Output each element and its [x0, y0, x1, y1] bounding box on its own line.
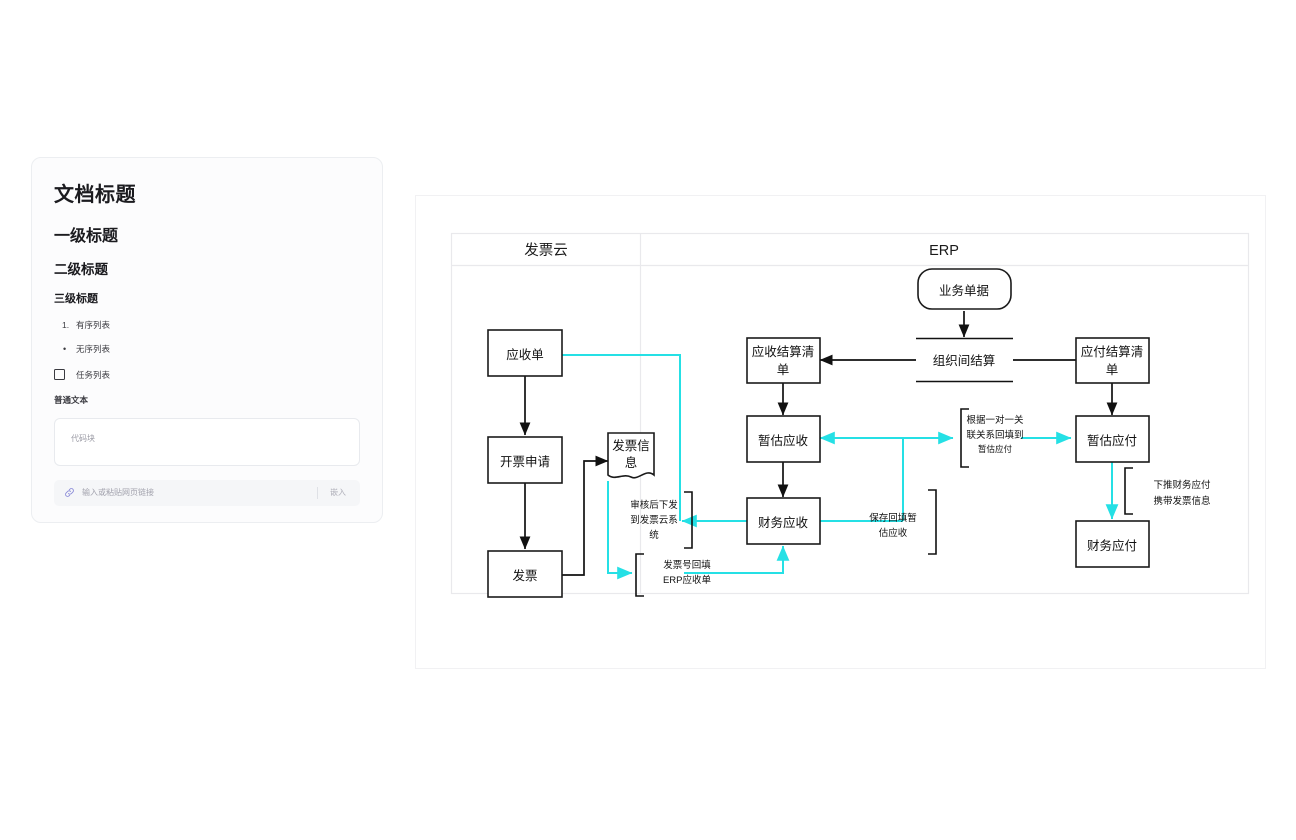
unordered-list-label: 无序列表: [76, 344, 111, 355]
code-block-input[interactable]: 代码块: [54, 417, 360, 466]
checkbox-icon[interactable]: [54, 368, 76, 381]
node-inter-org-settle[interactable]: 组织间结算: [916, 337, 1013, 383]
node-invoice-info-label-line2: 息: [625, 455, 638, 470]
node-finance-ap[interactable]: 财务应付: [1075, 520, 1150, 568]
flowchart-canvas[interactable]: 发票云 ERP: [416, 196, 1267, 670]
heading-level-3: 三级标题: [54, 293, 98, 306]
node-invoice[interactable]: 发票: [487, 550, 563, 598]
task-list-label: 任务列表: [76, 369, 111, 380]
node-ap-settle-list-label-line2: 单: [1106, 363, 1119, 377]
node-inter-org-settle-label: 组织间结算: [933, 353, 996, 368]
link-embed-bar[interactable]: 输入或粘贴网页链接 嵌入: [54, 479, 360, 506]
anno-audit-dispatch: 审核后下发 到发票云系 统: [630, 491, 693, 549]
plain-text-label: 普通文本: [54, 394, 89, 405]
edge-backfill-anno-to-finance-ar: [684, 545, 790, 574]
node-invoice-info[interactable]: 发票信 息: [607, 432, 655, 479]
node-ar-settle-list-label-line2: 单: [777, 363, 790, 377]
bullet-icon: •: [63, 343, 67, 354]
ordered-list-marker: 1.: [62, 319, 70, 330]
anno-save-backfill-provisional-ar: 保存回填暂 估应收: [869, 489, 937, 555]
edge-save-anno-to-provisional-ar: [819, 431, 904, 521]
node-business-doc[interactable]: 业务单据: [917, 268, 1012, 310]
node-invoice-request[interactable]: 开票申请: [487, 436, 563, 484]
edges-dark: [519, 311, 1118, 576]
page-title: 文档标题: [54, 184, 136, 206]
node-ap-settle-list[interactable]: 应付结算清 单: [1075, 337, 1150, 384]
node-invoice-info-label-line1: 发票信: [612, 438, 650, 453]
ordered-list-item: 1. 有序列表: [54, 320, 360, 330]
link-url-input[interactable]: 输入或粘贴网页链接: [82, 488, 154, 498]
anno-save-backfill-line2: 估应收: [879, 527, 908, 539]
anno-push-finance-ap-line2: 携带发票信息: [1153, 495, 1210, 507]
anno-push-finance-ap-line1: 下推财务应付: [1153, 479, 1211, 491]
anno-push-finance-ap: 下推财务应付 携带发票信息: [1124, 467, 1211, 515]
edge-dispatch-anno-to-receivable-order: [539, 348, 681, 521]
link-icon: [64, 487, 75, 498]
diagram-panel: 发票云 ERP: [415, 195, 1266, 669]
anno-one-to-one-line3: 暂估应付: [978, 444, 1013, 454]
anno-one-to-one-line1: 根据一对一关: [966, 414, 1024, 426]
edge-invoice-to-invoice-info: [562, 455, 609, 576]
lane-header-invoice-cloud: 发票云: [524, 242, 568, 259]
edge-invoice-info-to-backfill-anno: [607, 481, 633, 580]
anno-audit-dispatch-line1: 审核后下发: [630, 499, 678, 511]
node-invoice-request-label: 开票申请: [500, 455, 550, 469]
heading-level-2: 二级标题: [54, 261, 108, 277]
anno-one-to-one-line2: 联关系回填到: [966, 429, 1023, 441]
node-finance-ar[interactable]: 财务应收: [746, 497, 821, 545]
node-ar-settle-list-label-line1: 应收结算清: [752, 344, 815, 359]
anno-save-backfill-line1: 保存回填暂: [869, 512, 917, 524]
embed-button[interactable]: 嵌入: [330, 488, 346, 498]
anno-one-to-one-backfill: 根据一对一关 联关系回填到 暂估应付: [960, 408, 1024, 468]
node-provisional-ar-label: 暂估应收: [758, 433, 809, 448]
anno-audit-dispatch-line3: 统: [649, 529, 659, 541]
node-ap-settle-list-label-line1: 应付结算清: [1081, 344, 1144, 359]
lane-header-erp: ERP: [929, 243, 959, 259]
edges-cyan: [539, 348, 1119, 580]
node-ar-settle-list[interactable]: 应收结算清 单: [746, 337, 821, 384]
node-finance-ap-label: 财务应付: [1087, 538, 1137, 553]
node-finance-ar-label: 财务应收: [758, 515, 809, 530]
node-receivable-order[interactable]: 应收单: [487, 329, 563, 377]
swimlane-frame: [450, 232, 1250, 595]
node-provisional-ar[interactable]: 暂估应收: [746, 415, 821, 463]
node-invoice-label: 发票: [512, 568, 537, 583]
node-provisional-ap[interactable]: 暂估应付: [1075, 415, 1150, 463]
heading-level-1: 一级标题: [54, 228, 119, 245]
unordered-list-item: • 无序列表: [54, 344, 360, 355]
anno-audit-dispatch-line2: 到发票云系: [630, 514, 678, 526]
anno-invoice-no-backfill: 发票号回填 ERP应收单: [635, 553, 712, 597]
anno-invoice-no-backfill-line2: ERP应收单: [663, 574, 712, 586]
ordered-list-label: 有序列表: [76, 319, 111, 330]
link-bar-divider: [317, 486, 318, 499]
document-card: 文档标题 一级标题 二级标题 三级标题 1. 有序列表 • 无序列表 任务列表 …: [31, 157, 383, 523]
task-list-item[interactable]: 任务列表: [54, 368, 360, 381]
node-receivable-order-label: 应收单: [506, 347, 544, 362]
node-business-doc-label: 业务单据: [939, 283, 989, 298]
anno-invoice-no-backfill-line1: 发票号回填: [663, 559, 711, 571]
node-provisional-ap-label: 暂估应付: [1087, 433, 1137, 448]
